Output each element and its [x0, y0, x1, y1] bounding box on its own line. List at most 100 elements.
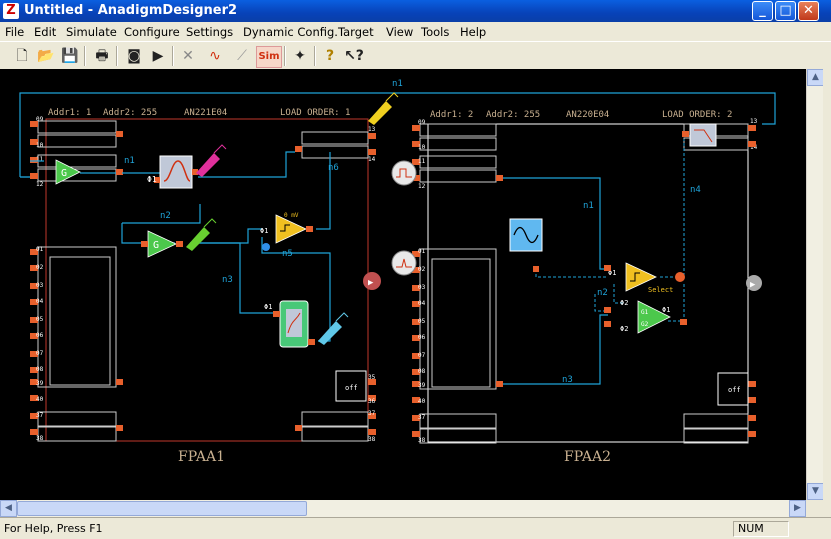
svg-text:40: 40 — [36, 396, 44, 403]
fpaa1-addr1: Addr1: 1 — [48, 108, 91, 118]
svg-text:10: 10 — [418, 144, 426, 151]
svg-text:Φ1: Φ1 — [147, 175, 157, 184]
toolbar-separator — [84, 46, 86, 66]
svg-text:09: 09 — [36, 116, 44, 123]
save-icon[interactable]: 💾 — [61, 48, 79, 64]
sum-gain-block[interactable]: G1 G2 Φ2 Φ2 Φ1 — [604, 299, 687, 334]
toolbar-separator — [314, 46, 316, 66]
svg-text:Φ1: Φ1 — [264, 303, 272, 311]
schematic: n1 Addr1: 1 Addr2: 255 AN221E04 LOAD ORD… — [19, 79, 776, 465]
fpaa1-name: FPAA1 — [178, 449, 225, 465]
gain-block-mid[interactable]: G — [141, 230, 183, 258]
help-icon[interactable]: ? — [325, 48, 335, 64]
filter-block-fpaa1[interactable]: Φ1 — [147, 155, 198, 189]
window-edge — [823, 69, 831, 500]
delete-icon[interactable]: ✕ — [182, 48, 194, 64]
menu-target[interactable]: Target — [338, 25, 374, 39]
probe-icon[interactable] — [186, 218, 217, 251]
svg-text:off: off — [728, 386, 741, 394]
gain-block-input[interactable]: G — [55, 159, 81, 185]
chip-link-icon[interactable]: ▶ — [746, 275, 762, 291]
svg-text:04: 04 — [36, 298, 44, 305]
net-label-n5: n5 — [282, 249, 293, 259]
vertical-scrollbar[interactable]: ▲ ▼ — [806, 69, 824, 500]
menu-settings[interactable]: Settings — [186, 25, 234, 39]
svg-text:38: 38 — [418, 437, 426, 444]
svg-text:Φ1: Φ1 — [608, 269, 616, 277]
menu-help[interactable]: Help — [460, 25, 487, 39]
svg-text:12: 12 — [418, 183, 426, 190]
chip-wizard-icon[interactable]: ✦ — [294, 48, 306, 64]
svg-text:02: 02 — [418, 266, 426, 273]
probe-icon[interactable]: ⟋ — [237, 48, 247, 64]
toolbar-separator — [116, 46, 118, 66]
svg-text:40: 40 — [418, 398, 426, 405]
svg-text:38: 38 — [368, 436, 376, 443]
rectifier-block[interactable]: Φ1 — [264, 300, 315, 348]
svg-text:Φ1: Φ1 — [662, 306, 670, 314]
sine-oscillator-block[interactable] — [509, 218, 543, 272]
comparator-select-block[interactable]: Φ1 Select — [604, 262, 685, 294]
menu-file[interactable]: File — [5, 25, 25, 39]
minimize-button[interactable]: _ — [752, 1, 773, 21]
context-help-icon[interactable]: ↖? — [344, 48, 364, 64]
fpaa1-addr2: Addr2: 255 — [103, 108, 157, 118]
svg-text:01: 01 — [36, 246, 44, 253]
chip-link-icon[interactable]: ▶ — [363, 272, 381, 290]
menu-dynamic-config[interactable]: Dynamic Config. — [243, 25, 338, 39]
open-folder-icon[interactable]: 📂 — [37, 48, 55, 64]
close-button[interactable]: ✕ — [798, 1, 819, 21]
app-icon[interactable]: Z — [3, 3, 19, 19]
camera-icon[interactable]: ◙ — [127, 48, 141, 64]
scroll-corner — [806, 500, 831, 517]
svg-text:Φ2: Φ2 — [620, 299, 628, 307]
svg-text:08: 08 — [418, 368, 426, 375]
net-label-n2-fpaa2: n2 — [597, 288, 608, 298]
menu-edit[interactable]: Edit — [34, 25, 57, 39]
num-lock-indicator: NUM — [733, 521, 789, 537]
scroll-left-icon[interactable]: ◀ — [0, 500, 17, 517]
svg-text:06: 06 — [418, 334, 426, 341]
svg-text:08: 08 — [36, 366, 44, 373]
probe-icon[interactable] — [318, 312, 349, 345]
fpaa1-part: AN221E04 — [184, 108, 227, 118]
scroll-up-icon[interactable]: ▲ — [807, 69, 824, 86]
svg-text:37: 37 — [36, 412, 44, 419]
fpaa1-off-switch[interactable]: off — [335, 370, 367, 402]
svg-text:38: 38 — [36, 435, 44, 442]
horizontal-scroll-thumb[interactable] — [17, 501, 307, 516]
square-wave-generator-icon[interactable] — [391, 160, 417, 186]
signal-generator-icon[interactable]: ∿ — [209, 48, 221, 64]
comparator-block[interactable]: 0 mV Φ1 — [260, 212, 313, 251]
svg-text:37: 37 — [368, 410, 376, 417]
horizontal-scrollbar[interactable]: ◀ ▶ — [0, 500, 806, 517]
scroll-right-icon[interactable]: ▶ — [789, 500, 806, 517]
probe-icon[interactable] — [196, 144, 227, 177]
design-canvas[interactable]: n1 Addr1: 1 Addr2: 255 AN221E04 LOAD ORD… — [0, 69, 806, 500]
toolbar: 🗋 📂 💾 🖶 ◙ ▶ ✕ ∿ ⟋ Sim ✦ ? ↖? — [0, 41, 831, 71]
fpaa2-off-switch[interactable]: off — [717, 372, 749, 406]
svg-text:05: 05 — [418, 318, 426, 325]
print-icon[interactable]: 🖶 — [95, 48, 109, 64]
svg-text:12: 12 — [36, 181, 44, 188]
new-file-icon[interactable]: 🗋 — [16, 48, 28, 64]
svg-text:02: 02 — [36, 264, 44, 271]
menu-simulate[interactable]: Simulate — [66, 25, 117, 39]
probe-icon[interactable] — [368, 92, 399, 125]
menu-tools[interactable]: Tools — [421, 25, 450, 39]
fpaa2-chip[interactable] — [427, 123, 749, 443]
svg-text:05: 05 — [36, 316, 44, 323]
menu-configure[interactable]: Configure — [124, 25, 180, 39]
svg-text:06: 06 — [36, 332, 44, 339]
pulse-generator-icon[interactable] — [391, 250, 417, 276]
menu-view[interactable]: View — [386, 25, 414, 39]
filter-block-fpaa2[interactable] — [682, 123, 717, 147]
simulate-button[interactable]: Sim — [256, 46, 282, 68]
fpaa2-addr1: Addr1: 2 — [430, 110, 473, 120]
config-chip-icon[interactable]: ▶ — [152, 48, 164, 64]
scroll-down-icon[interactable]: ▼ — [807, 483, 824, 500]
maximize-button[interactable]: □ — [775, 1, 796, 21]
svg-text:35: 35 — [368, 374, 376, 381]
